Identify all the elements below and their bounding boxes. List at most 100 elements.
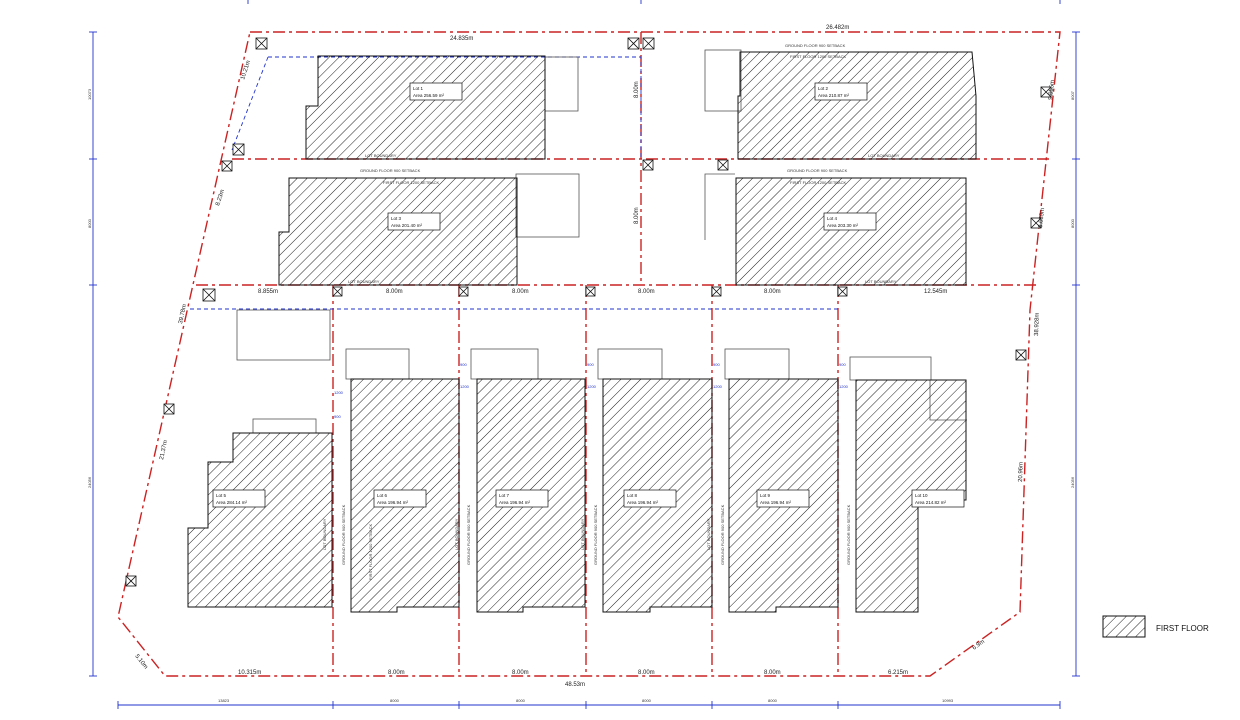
- setback-lines: [190, 56, 838, 310]
- svg-text:6.215m: 6.215m: [888, 670, 908, 676]
- svg-text:Lot 9: Lot 9: [760, 493, 771, 498]
- survey-peg-icon: [202, 288, 216, 302]
- survey-peg-icon: [585, 286, 596, 297]
- survey-peg-icon: [1015, 349, 1027, 361]
- svg-text:LOT BOUNDARY: LOT BOUNDARY: [454, 518, 459, 550]
- survey-peg-icon: [711, 286, 722, 297]
- first-floor-footprints: [187, 51, 977, 613]
- survey-peg-icon: [1030, 217, 1042, 229]
- svg-text:Area 196.94 m²: Area 196.94 m²: [499, 500, 531, 505]
- survey-peg-icon: [642, 37, 655, 50]
- svg-text:LOT BOUNDARY: LOT BOUNDARY: [706, 518, 711, 550]
- survey-peg-icon: [125, 575, 137, 587]
- svg-text:Lot 8: Lot 8: [627, 493, 638, 498]
- lot-label-top-right: Lot 2 Area 210.87 m²: [814, 82, 868, 101]
- svg-text:900: 900: [460, 362, 467, 367]
- svg-text:Area 196.94 m²: Area 196.94 m²: [377, 500, 409, 505]
- svg-text:Area 196.94 m²: Area 196.94 m²: [627, 500, 659, 505]
- footprint-top-left: [305, 55, 546, 160]
- svg-text:Area 284.14 m²: Area 284.14 m²: [216, 500, 248, 505]
- svg-text:8.00m: 8.00m: [512, 670, 529, 676]
- footprint-mid-left: [278, 177, 518, 286]
- svg-text:13823: 13823: [218, 698, 230, 703]
- svg-text:LOT BOUNDARY: LOT BOUNDARY: [365, 153, 397, 158]
- svg-text:GROUND FLOOR 900 SETBACK: GROUND FLOOR 900 SETBACK: [846, 504, 851, 565]
- svg-text:8.23m: 8.23m: [215, 189, 226, 207]
- svg-text:Lot 3: Lot 3: [391, 216, 402, 221]
- lot-label-row-4: Lot 8 Area 196.94 m²: [623, 489, 677, 508]
- survey-peg-icon: [1040, 86, 1052, 98]
- svg-text:8000: 8000: [1070, 218, 1075, 228]
- svg-text:8000: 8000: [516, 698, 526, 703]
- survey-peg-icon: [232, 143, 245, 156]
- svg-text:GROUND FLOOR 900 SETBACK: GROUND FLOOR 900 SETBACK: [593, 504, 598, 565]
- svg-text:1200: 1200: [713, 384, 723, 389]
- svg-text:8000: 8000: [87, 218, 92, 228]
- svg-text:24056: 24056: [1070, 476, 1075, 488]
- survey-peg-icon: [837, 286, 848, 297]
- dimension-lines: [89, 0, 1080, 709]
- svg-text:8.00m: 8.00m: [638, 289, 655, 295]
- svg-text:10993: 10993: [942, 698, 954, 703]
- boundary-markers: [125, 37, 1052, 587]
- running-dimensions: 10073 8000 24056 8007 8000 24056 13823 8…: [87, 88, 1075, 703]
- survey-peg-icon: [332, 286, 343, 297]
- svg-text:1200: 1200: [839, 384, 849, 389]
- svg-text:FIRST FLOOR 1200 SETBACK: FIRST FLOOR 1200 SETBACK: [368, 524, 373, 580]
- svg-text:900: 900: [334, 414, 341, 419]
- lot-label-row-2: Lot 6 Area 196.94 m²: [373, 489, 427, 508]
- svg-text:GROUND FLOOR 900 SETBACK: GROUND FLOOR 900 SETBACK: [341, 504, 346, 565]
- svg-text:Lot 10: Lot 10: [915, 493, 928, 498]
- svg-text:Lot 1: Lot 1: [413, 86, 424, 91]
- lot-labels: Lot 1 Area 256.59 m² Lot 2 Area 210.87 m…: [212, 82, 965, 508]
- setback-tags: 1200 900 900 1200 900 1200 900 1200 900 …: [334, 362, 849, 419]
- svg-text:8.00m: 8.00m: [386, 289, 403, 295]
- svg-text:1200: 1200: [587, 384, 597, 389]
- survey-peg-icon: [642, 159, 654, 171]
- svg-text:8000: 8000: [768, 698, 778, 703]
- svg-text:900: 900: [713, 362, 720, 367]
- svg-text:FIRST FLOOR 1200 SETBACK: FIRST FLOOR 1200 SETBACK: [383, 180, 439, 185]
- svg-text:8007: 8007: [1070, 90, 1075, 100]
- legend-label: FIRST FLOOR: [1156, 624, 1209, 633]
- svg-text:Lot 2: Lot 2: [818, 86, 829, 91]
- svg-text:8.00m: 8.00m: [638, 670, 655, 676]
- svg-text:FIRST FLOOR 1200 SETBACK: FIRST FLOOR 1200 SETBACK: [790, 180, 846, 185]
- svg-text:8.00m: 8.00m: [634, 81, 640, 98]
- svg-text:6.9m: 6.9m: [972, 639, 986, 652]
- svg-text:GROUND FLOOR 900 SETBACK: GROUND FLOOR 900 SETBACK: [787, 168, 848, 173]
- footprint-mid-right: [735, 177, 967, 286]
- svg-text:900: 900: [587, 362, 594, 367]
- svg-text:Area 256.59 m²: Area 256.59 m²: [413, 93, 445, 98]
- svg-text:26.482m: 26.482m: [826, 25, 849, 31]
- dimension-labels: 24.835m 26.482m 8.855m 8.00m 8.00m 8.00m…: [133, 25, 1056, 688]
- svg-text:FIRST FLOOR 1200 SETBACK: FIRST FLOOR 1200 SETBACK: [790, 54, 846, 59]
- svg-text:GROUND FLOOR 900 SETBACK: GROUND FLOOR 900 SETBACK: [466, 504, 471, 565]
- svg-text:5.10m: 5.10m: [133, 654, 148, 671]
- svg-text:1200: 1200: [334, 390, 344, 395]
- svg-text:39.78m: 39.78m: [178, 304, 188, 325]
- legend: FIRST FLOOR: [1102, 615, 1209, 638]
- survey-peg-icon: [221, 160, 233, 172]
- svg-text:Area 210.87 m²: Area 210.87 m²: [818, 93, 850, 98]
- svg-text:Lot 4: Lot 4: [827, 216, 838, 221]
- svg-text:10073: 10073: [87, 88, 92, 100]
- svg-text:8000: 8000: [642, 698, 652, 703]
- svg-text:38.928m: 38.928m: [1034, 313, 1041, 337]
- survey-peg-icon: [255, 37, 268, 50]
- svg-text:8.855m: 8.855m: [258, 289, 278, 295]
- svg-text:Area 196.94 m²: Area 196.94 m²: [760, 500, 792, 505]
- lot-label-row-3: Lot 7 Area 196.94 m²: [495, 489, 549, 508]
- footprint-top-right: [737, 51, 977, 160]
- svg-text:9.955m: 9.955m: [1048, 80, 1056, 101]
- svg-text:24.835m: 24.835m: [450, 36, 473, 42]
- svg-text:Area 214.82 m²: Area 214.82 m²: [915, 500, 947, 505]
- svg-text:8.00m: 8.00m: [764, 670, 781, 676]
- survey-peg-icon: [627, 37, 640, 50]
- survey-peg-icon: [163, 403, 175, 415]
- svg-text:8.00m: 8.00m: [388, 670, 405, 676]
- svg-text:10.21m: 10.21m: [240, 60, 252, 81]
- svg-text:10.315m: 10.315m: [238, 670, 261, 676]
- svg-text:8.00m: 8.00m: [634, 207, 640, 224]
- legend-swatch-first-floor: [1102, 615, 1146, 638]
